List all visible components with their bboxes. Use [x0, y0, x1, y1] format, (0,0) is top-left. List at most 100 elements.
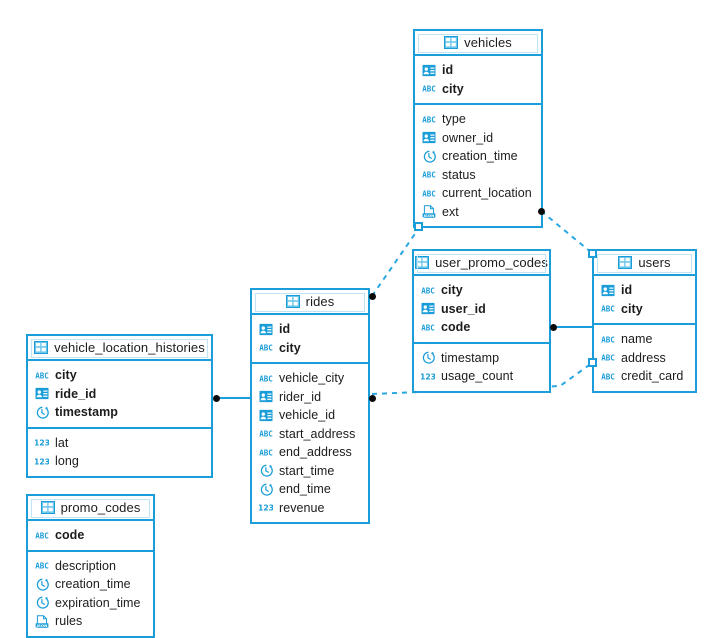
id-card-icon	[422, 64, 436, 76]
column-name: ride_id	[55, 386, 97, 401]
table-title: promo_codes	[60, 500, 141, 515]
column-row[interactable]: 123long	[28, 452, 211, 471]
column-row[interactable]: ABC name	[594, 330, 695, 349]
svg-text:123: 123	[421, 372, 435, 381]
table-header-rides[interactable]: rides	[252, 290, 368, 315]
column-row[interactable]: 123revenue	[252, 499, 368, 518]
svg-text:ABC: ABC	[259, 344, 273, 353]
table-header-users[interactable]: users	[594, 251, 695, 276]
connector-dot-vehicles-right	[538, 207, 545, 215]
column-name: code	[441, 320, 471, 335]
column-row[interactable]: creation_time	[415, 147, 541, 166]
table-title: rides	[305, 294, 335, 309]
connector-square-users-lower-left	[588, 358, 597, 367]
abc-text-icon: ABC	[422, 189, 436, 198]
connector-square-users-top-left	[588, 249, 597, 258]
id-card-icon	[259, 323, 273, 335]
column-row[interactable]: creation_time	[28, 575, 153, 594]
table-header-vehicle_location_histories[interactable]: vehicle_location_histories	[28, 336, 211, 361]
svg-text:ABC: ABC	[601, 354, 615, 363]
abc-text-icon: ABC	[421, 286, 435, 295]
column-row[interactable]: owner_id	[415, 129, 541, 148]
column-row[interactable]: user_id	[414, 300, 549, 319]
column-name: description	[55, 558, 116, 573]
column-name: usage_count	[441, 369, 514, 384]
column-row[interactable]: end_time	[252, 480, 368, 499]
column-row[interactable]: id	[252, 320, 368, 339]
svg-text:ABC: ABC	[601, 335, 615, 344]
table-title: user_promo_codes	[435, 255, 548, 270]
svg-text:ABC: ABC	[422, 85, 436, 94]
column-row[interactable]: id	[415, 61, 541, 80]
column-name: id	[279, 322, 291, 337]
column-name: rider_id	[279, 389, 322, 404]
column-row[interactable]: JSON rules	[28, 612, 153, 631]
abc-text-icon: ABC	[259, 344, 273, 353]
column-name: user_id	[441, 301, 486, 316]
number-123-icon: 123	[259, 504, 273, 513]
abc-text-icon: ABC	[35, 371, 49, 380]
abc-text-icon: ABC	[422, 171, 436, 180]
column-name: creation_time	[55, 577, 131, 592]
abc-text-icon: ABC	[422, 115, 436, 124]
abc-text-icon: ABC	[601, 354, 615, 363]
svg-text:ABC: ABC	[35, 531, 49, 540]
svg-text:JSON: JSON	[423, 213, 435, 218]
column-row[interactable]: expiration_time	[28, 594, 153, 613]
column-name: timestamp	[441, 350, 500, 365]
column-row[interactable]: timestamp	[28, 403, 211, 422]
svg-text:ABC: ABC	[259, 430, 273, 439]
table-header-vehicles[interactable]: vehicles	[415, 31, 541, 56]
id-card-icon	[422, 132, 436, 144]
column-row[interactable]: rider_id	[252, 388, 368, 407]
abc-text-icon: ABC	[601, 372, 615, 381]
column-row[interactable]: vehicle_id	[252, 406, 368, 425]
column-row[interactable]: start_time	[252, 462, 368, 481]
table-header-promo_codes[interactable]: promo_codes	[28, 496, 153, 521]
column-name: end_time	[279, 482, 331, 497]
column-row[interactable]: 123 usage_count	[414, 367, 549, 386]
svg-text:ABC: ABC	[422, 171, 436, 180]
column-row[interactable]: ride_id	[28, 385, 211, 404]
column-name: owner_id	[442, 130, 494, 145]
column-name: vehicle_id	[279, 408, 336, 423]
column-name: name	[621, 332, 653, 347]
columns-section: timestamp 123 usage_count	[414, 341, 549, 391]
svg-text:JSON: JSON	[36, 623, 48, 628]
column-row[interactable]: 123lat	[28, 434, 211, 453]
column-name: city	[621, 301, 643, 316]
svg-text:ABC: ABC	[259, 448, 273, 457]
column-name: creation_time	[442, 149, 518, 164]
column-row[interactable]: timestamp	[414, 349, 549, 368]
column-row[interactable]: id	[594, 281, 695, 300]
column-name: rules	[55, 614, 83, 629]
table-header-user_promo_codes[interactable]: user_promo_codes	[414, 251, 549, 276]
